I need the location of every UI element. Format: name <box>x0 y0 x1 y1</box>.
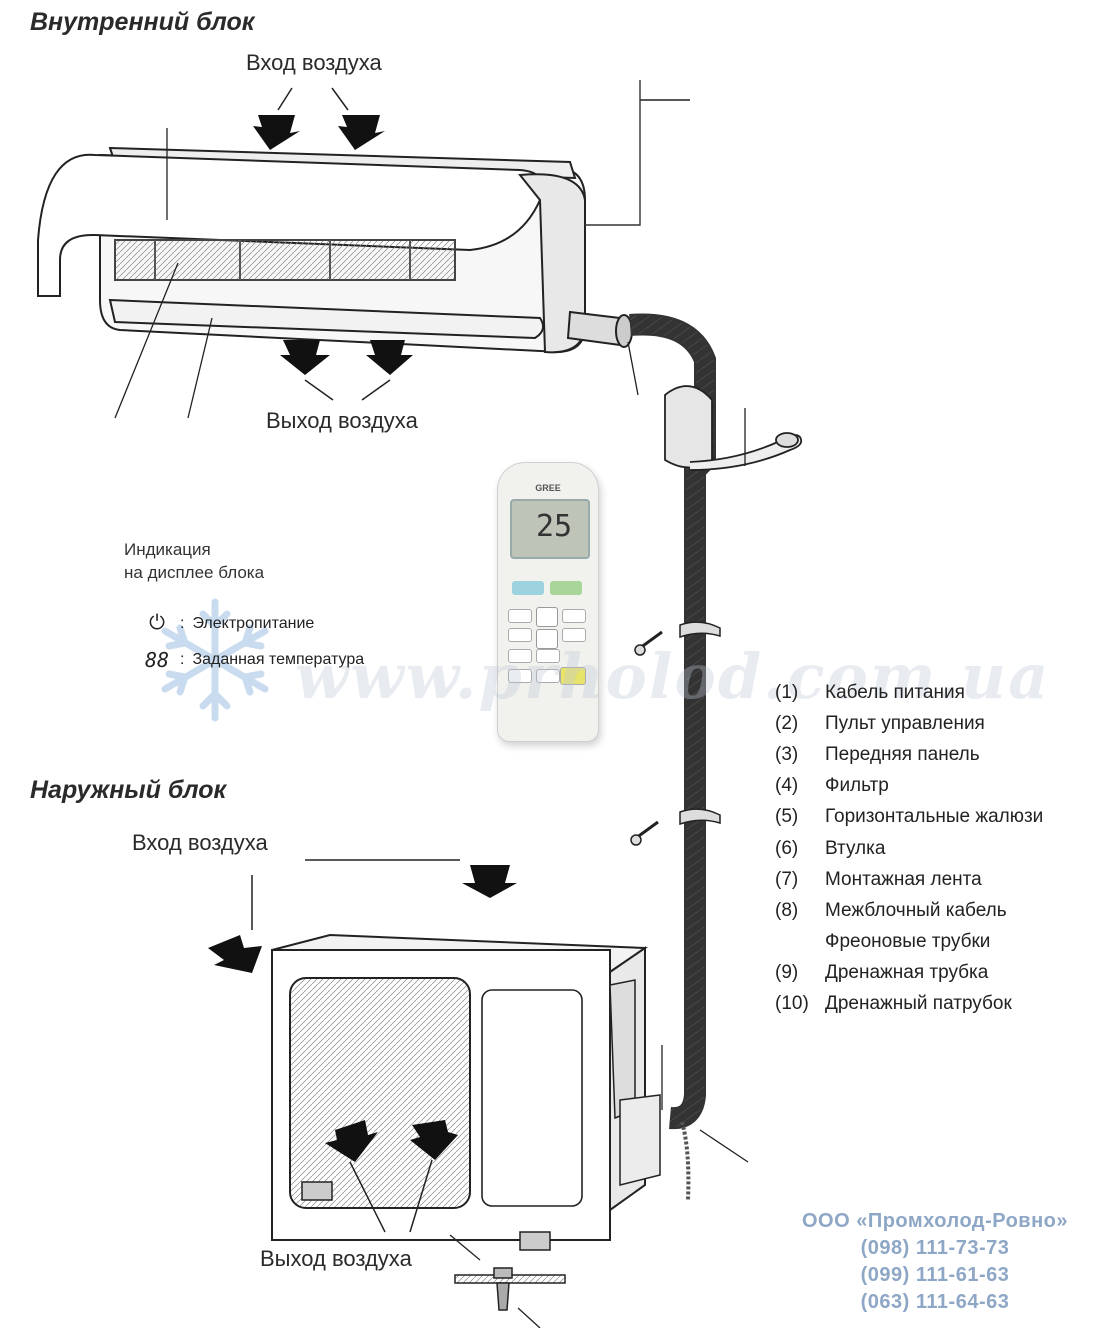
indication-power-row: ⏻ : Электропитание <box>142 612 314 635</box>
indication-temp-row: 88 : Заданная температура <box>142 648 364 672</box>
mounting-tape <box>664 385 803 471</box>
remote-display-value: 25 <box>536 509 573 544</box>
arrow-down-icon <box>280 340 413 401</box>
legend-item: (4)Фильтр <box>775 775 889 796</box>
arrow-down-icon <box>253 87 385 150</box>
indication-title-line2: на дисплее блока <box>124 563 265 582</box>
remote-brand: GREE <box>535 483 561 493</box>
remote-button-right-1[interactable] <box>562 609 586 623</box>
legend-item: (3)Передняя панель <box>775 744 980 765</box>
arrow-down-icon <box>208 859 517 973</box>
company-phone[interactable]: (098) 111-73-73 <box>860 1237 1010 1259</box>
outdoor-title: Наружный блок <box>30 776 227 804</box>
remote-button-mode[interactable] <box>512 581 544 595</box>
remote-button-row4-2[interactable] <box>536 669 560 683</box>
company-phone[interactable]: (099) 111-61-63 <box>860 1264 1010 1286</box>
indication-temp-label: Заданная температура <box>192 651 365 668</box>
remote-button-right-2[interactable] <box>562 628 586 642</box>
indication-title-line1: Индикация <box>124 540 211 559</box>
indoor-air-out-label: Выход воздуха <box>266 408 418 433</box>
indoor-air-in-label: Вход воздуха <box>246 50 382 75</box>
indication-title: Индикация на дисплее блока <box>124 538 264 584</box>
watermark: www.prholod.com.ua <box>295 640 1051 713</box>
outdoor-fan-grille <box>289 977 471 1209</box>
indoor-title: Внутренний блок <box>30 8 255 36</box>
legend: (1)Кабель питания (2)Пульт управления (3… <box>775 682 1095 1022</box>
mounting-bolt <box>449 1234 566 1328</box>
company-contacts: ООО «Промхолод-Ровно» (098) 111-73-73 (0… <box>780 1208 1090 1316</box>
company-phone[interactable]: (063) 111-64-63 <box>860 1291 1010 1313</box>
remote-button-row4-1[interactable] <box>508 669 532 683</box>
remote-button-down[interactable] <box>536 629 558 649</box>
remote-button-row3-1[interactable] <box>508 649 532 663</box>
remote-control: GREE 25 <box>497 462 599 742</box>
horizontal-louver <box>108 298 545 340</box>
remote-button-left-2[interactable] <box>508 628 532 642</box>
legend-item: Фреоновые трубки <box>825 931 991 952</box>
remote-button-light[interactable] <box>560 667 586 685</box>
screw-icon <box>630 621 721 846</box>
wall-sleeve <box>566 310 639 396</box>
remote-button-left-1[interactable] <box>508 609 532 623</box>
remote-button-fan[interactable] <box>550 581 582 595</box>
legend-item: (2)Пульт управления <box>775 713 985 734</box>
company-name: ООО «Промхолод-Ровно» <box>801 1210 1069 1232</box>
legend-item: (5)Горизонтальные жалюзи <box>775 806 1044 827</box>
indication-power-label: Электропитание <box>192 614 315 632</box>
snowflake-icon <box>161 598 269 722</box>
temp-display-icon: 88 <box>144 648 170 672</box>
legend-item: (10)Дренажный патрубок <box>775 993 1012 1014</box>
power-cable <box>585 80 690 226</box>
legend-item: (9)Дренажная трубка <box>775 962 989 983</box>
outdoor-air-out-label: Выход воздуха <box>260 1246 412 1271</box>
remote-display: 25 <box>510 499 590 559</box>
arrow-down-icon <box>325 1120 458 1233</box>
indoor-unit <box>37 128 586 419</box>
legend-item: (7)Монтажная лента <box>775 869 982 890</box>
remote-button-up[interactable] <box>536 607 558 627</box>
filter <box>114 239 456 281</box>
power-icon: ⏻ <box>149 612 165 634</box>
drain-hose <box>680 1121 691 1201</box>
legend-item: (8)Межблочный кабель <box>775 900 1007 921</box>
remote-button-row3-2[interactable] <box>536 649 560 663</box>
outdoor-unit <box>271 933 661 1251</box>
legend-item: (1)Кабель питания <box>775 682 965 703</box>
legend-item: (6)Втулка <box>775 838 886 859</box>
outdoor-air-in-label: Вход воздуха <box>132 830 268 855</box>
